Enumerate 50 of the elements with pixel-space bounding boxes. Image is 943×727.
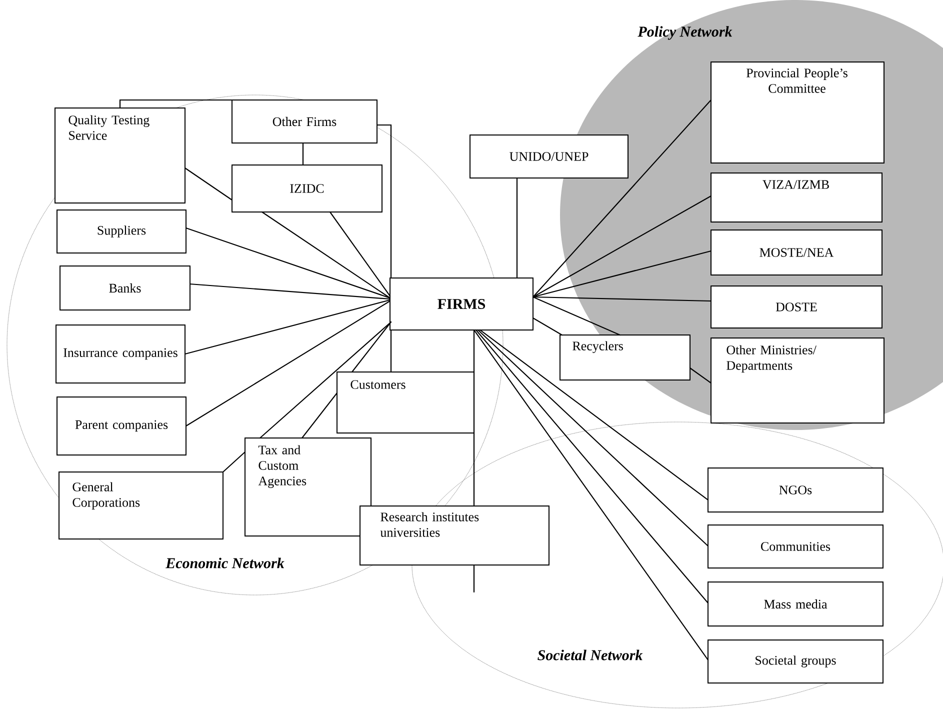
connector-line — [351, 321, 392, 373]
connector-line — [185, 300, 391, 427]
network-box: Communities — [708, 524, 884, 568]
connector-line — [532, 296, 712, 302]
network-box: DOSTE — [710, 286, 882, 328]
network-box: Parent companies — [56, 396, 186, 456]
network-box: FIRMS — [390, 278, 534, 330]
network-box: Customers — [336, 372, 474, 434]
connector-line — [390, 329, 392, 373]
network-box: VIZA/IZMB — [710, 172, 882, 222]
connector-line — [329, 211, 391, 297]
network-box: Banks — [60, 266, 190, 310]
connector-line — [473, 329, 475, 593]
connector-line — [184, 167, 233, 201]
connector-line — [222, 451, 246, 473]
connector-line — [689, 367, 712, 384]
connector-line — [532, 99, 712, 298]
network-box: Mass media — [708, 582, 884, 626]
network-box: Research institutes universities — [360, 506, 550, 566]
connector-line — [532, 250, 712, 298]
connector-line — [261, 211, 391, 299]
network-box: IZIDC — [232, 164, 382, 212]
network-box: Suppliers — [56, 210, 186, 254]
connector-line — [532, 317, 563, 336]
connector-line — [516, 177, 518, 279]
network-box: Quality Testing Service — [54, 108, 186, 204]
connector-line — [301, 392, 338, 439]
connector-line — [376, 124, 392, 279]
connector-line — [189, 283, 391, 300]
connector-line — [532, 195, 712, 298]
connector-line — [185, 227, 391, 299]
network-box: Societal groups — [708, 640, 884, 684]
connector-line — [532, 296, 621, 336]
network-box: Other Firms — [232, 100, 378, 144]
connector-line — [302, 142, 304, 166]
connector-line — [475, 329, 709, 604]
network-box: Insurrance companies — [56, 324, 186, 384]
connector-line — [184, 299, 391, 355]
network-box: Other Ministries/ Departments — [710, 338, 884, 424]
network-box: MOSTE/NEA — [710, 230, 882, 276]
network-box: Provincial People’s Committee — [710, 62, 884, 164]
connector-line — [479, 329, 709, 501]
network-box: General Corporations — [58, 472, 224, 540]
network-box: UNIDO/UNEP — [470, 134, 628, 178]
connector-line — [259, 321, 392, 439]
connector-line — [477, 329, 709, 547]
network-box: NGOs — [708, 468, 884, 512]
connector-line — [473, 329, 709, 661]
network-box: Tax and Custom Agencies — [244, 438, 372, 536]
connector-line — [119, 99, 233, 109]
